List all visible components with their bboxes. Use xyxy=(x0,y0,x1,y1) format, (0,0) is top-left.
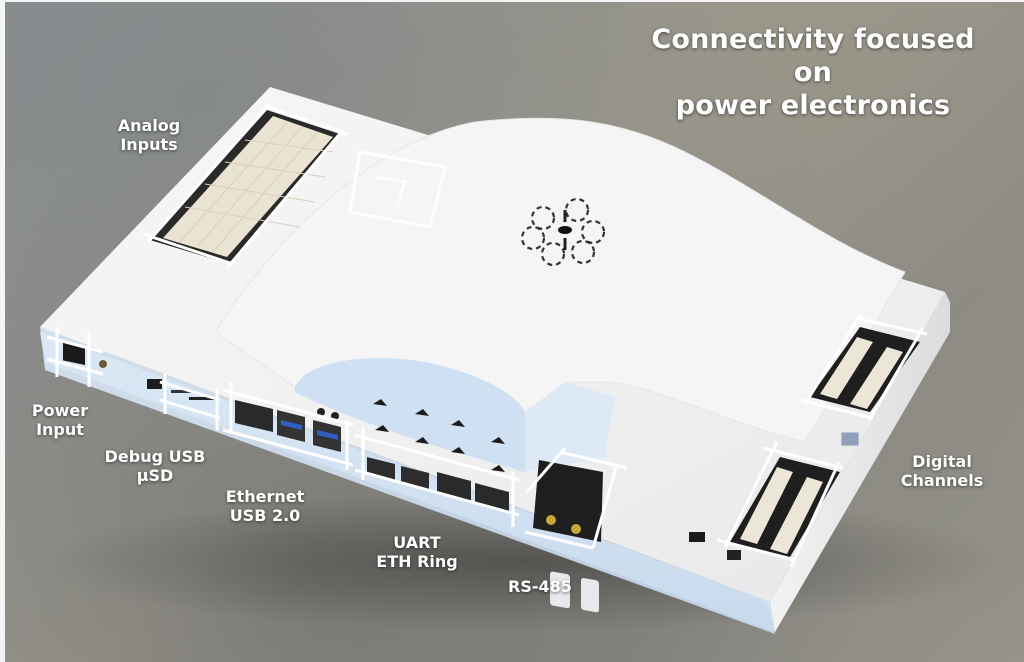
analog-inputs-bracket xyxy=(142,103,348,269)
callout-digital-channels: Digital Channels xyxy=(887,452,997,491)
headline-line-3: power electronics xyxy=(675,89,951,121)
callout-line: Ethernet xyxy=(225,487,305,506)
digital-lower-bracket xyxy=(716,441,844,568)
status-led xyxy=(99,360,107,368)
callout-analog-inputs: Analog Inputs xyxy=(103,116,195,155)
callout-line: RS-485 xyxy=(508,577,572,596)
callout-uart-eth-ring: UART ETH Ring xyxy=(367,533,467,572)
callout-rs485: RS-485 xyxy=(495,577,585,597)
callout-line: Inputs xyxy=(120,134,178,154)
headline-line-2: on xyxy=(793,56,833,88)
callout-debug-usb: Debug USB µSD xyxy=(95,447,215,486)
hump-vent-slots xyxy=(373,399,505,472)
logo-emboss xyxy=(348,150,447,229)
analog-input-connectors xyxy=(150,110,340,264)
callout-line: Input xyxy=(36,419,84,439)
vent-pattern-icon xyxy=(520,197,606,267)
callout-line: ETH Ring xyxy=(376,551,458,571)
ethernet-usb-bracket xyxy=(222,382,354,470)
device-illustration xyxy=(40,87,1005,634)
callout-line: Debug USB xyxy=(104,447,206,466)
microsd-slot xyxy=(189,397,217,400)
callout-line: Digital xyxy=(912,452,972,471)
headline-line-1: Connectivity focused xyxy=(651,24,975,55)
callout-line: Channels xyxy=(900,470,984,490)
hump-front-face xyxy=(295,358,525,472)
callout-line: Analog xyxy=(117,116,181,135)
power-jack xyxy=(63,342,85,366)
device-right-side xyxy=(770,292,950,632)
debug-usb-port xyxy=(147,379,162,389)
callout-line: µSD xyxy=(136,465,174,485)
digital-upper-bracket xyxy=(799,313,928,421)
callout-line: USB 2.0 xyxy=(229,505,301,525)
callout-line: Power xyxy=(31,401,89,420)
id-chip xyxy=(840,431,860,447)
debug-usb-bracket xyxy=(159,374,221,430)
digital-channels-upper-connectors xyxy=(810,327,920,412)
rs485-db9-connectors xyxy=(533,460,603,613)
uart-eth-bracket xyxy=(354,427,520,527)
callout-line: UART xyxy=(393,533,441,552)
digital-channels-lower-connectors xyxy=(689,457,840,560)
power-input-bracket xyxy=(46,327,104,387)
callout-ethernet-usb: Ethernet USB 2.0 xyxy=(215,487,315,526)
callout-power-input: Power Input xyxy=(20,401,100,440)
headline: Connectivity focused on power electronic… xyxy=(623,24,1003,123)
micro-usb-slot xyxy=(171,390,193,393)
rs485-bracket xyxy=(524,447,628,550)
ethernet-usb3-ports xyxy=(235,400,341,452)
